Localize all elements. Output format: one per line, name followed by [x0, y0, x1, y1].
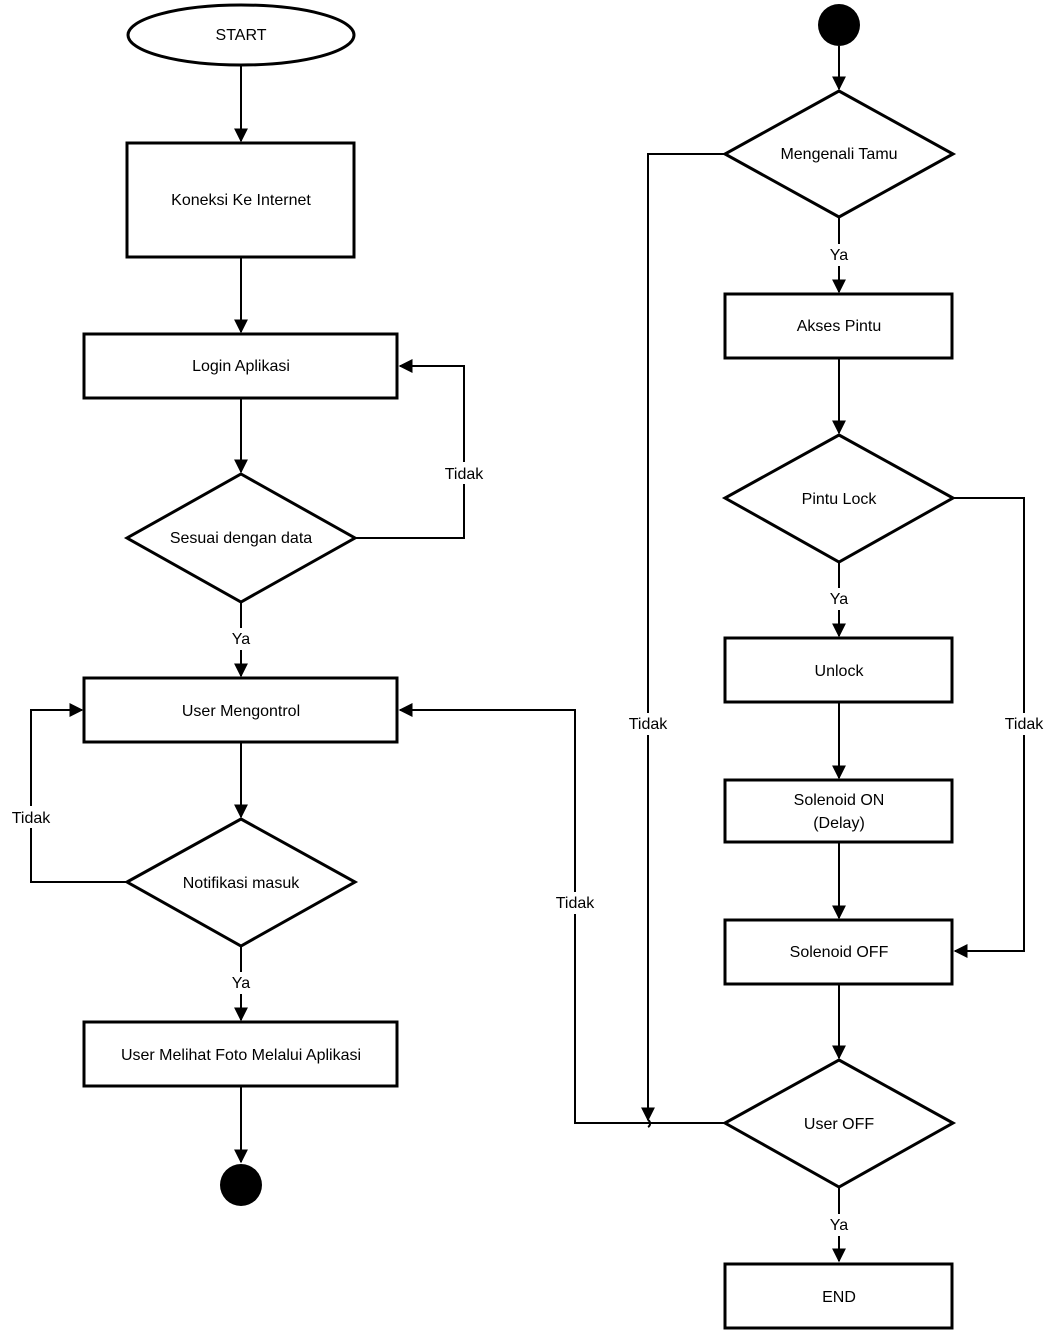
- node-solenoid-off: Solenoid OFF: [723, 918, 954, 986]
- node-user-melihat: User Melihat Foto Melalui Aplikasi: [82, 1020, 399, 1088]
- node-solenoid-on: Solenoid ON (Delay): [723, 778, 954, 844]
- node-user-mengontrol: User Mengontrol: [82, 676, 399, 744]
- user-off-label: User OFF: [804, 1116, 874, 1133]
- label-notifikasi-ya: Ya: [232, 975, 250, 992]
- user-off-decision: [721, 1058, 957, 1189]
- start-terminator: [126, 3, 356, 67]
- end-process: [723, 1262, 954, 1330]
- akses-process: [723, 292, 954, 360]
- koneksi-label: Koneksi Ke Internet: [171, 192, 311, 209]
- end-label: END: [822, 1289, 856, 1306]
- node-koneksi: Koneksi Ke Internet: [125, 141, 356, 259]
- node-login: Login Aplikasi: [82, 332, 399, 400]
- left-end-dot: [220, 1164, 262, 1206]
- user-melihat-label: User Melihat Foto Melalui Aplikasi: [121, 1047, 361, 1064]
- label-sesuai-ya: Ya: [232, 631, 250, 648]
- mengenali-decision: [721, 89, 957, 219]
- node-start: START: [126, 3, 356, 67]
- solenoid-off-process: [723, 918, 954, 986]
- user-melihat-process: [82, 1020, 399, 1088]
- solenoid-on-label-line2: (Delay): [813, 815, 865, 832]
- user-mengontrol-process: [82, 676, 399, 744]
- label-pintu-lock-tidak: Tidak: [1005, 716, 1045, 733]
- node-sesuai: Sesuai dengan data: [123, 472, 359, 604]
- unlock-label: Unlock: [815, 663, 865, 680]
- sesuai-label: Sesuai dengan data: [170, 530, 312, 547]
- user-mengontrol-label: User Mengontrol: [182, 703, 300, 720]
- solenoid-on-label-line1: Solenoid ON: [794, 792, 885, 809]
- edge-labels: Tidak Ya Tidak Ya Ya Tidak Ya Tidak Tida…: [7, 244, 1048, 1236]
- solenoid-on-process: [723, 778, 954, 844]
- edge-user-off-tidak-user-mengontrol: [398, 703, 725, 1124]
- label-pintu-lock-ya: Ya: [830, 591, 848, 608]
- akses-label: Akses Pintu: [797, 318, 881, 335]
- pintu-lock-label: Pintu Lock: [802, 491, 878, 508]
- start-label: START: [216, 27, 267, 44]
- solenoid-off-label: Solenoid OFF: [790, 944, 889, 961]
- node-notifikasi: Notifikasi masuk: [123, 817, 359, 948]
- label-mengenali-tidak: Tidak: [629, 716, 669, 733]
- node-pintu-lock: Pintu Lock: [721, 433, 957, 564]
- label-user-off-ya: Ya: [830, 1217, 848, 1234]
- label-user-off-tidak: Tidak: [556, 895, 596, 912]
- node-mengenali: Mengenali Tamu: [721, 89, 957, 219]
- node-unlock: Unlock: [723, 636, 954, 704]
- notifikasi-label: Notifikasi masuk: [183, 875, 300, 892]
- unlock-process: [723, 636, 954, 704]
- edge-mengenali-tidak-end: [641, 153, 725, 1122]
- notifikasi-decision: [123, 817, 359, 948]
- label-sesuai-tidak: Tidak: [445, 466, 485, 483]
- login-process: [82, 332, 399, 400]
- label-mengenali-ya: Ya: [830, 247, 848, 264]
- node-akses: Akses Pintu: [723, 292, 954, 360]
- node-end: END: [723, 1262, 954, 1330]
- login-label: Login Aplikasi: [192, 358, 290, 375]
- pintu-lock-decision: [721, 433, 957, 564]
- edge-sesuai-tidak-login: [355, 359, 465, 539]
- sesuai-decision: [123, 472, 359, 604]
- right-start-dot: [818, 4, 860, 46]
- node-user-off: User OFF: [721, 1058, 957, 1189]
- edge-notifikasi-tidak-user-mengontrol: [30, 703, 127, 883]
- koneksi-process: [125, 141, 356, 259]
- mengenali-label: Mengenali Tamu: [780, 146, 897, 163]
- label-notifikasi-tidak: Tidak: [12, 810, 52, 827]
